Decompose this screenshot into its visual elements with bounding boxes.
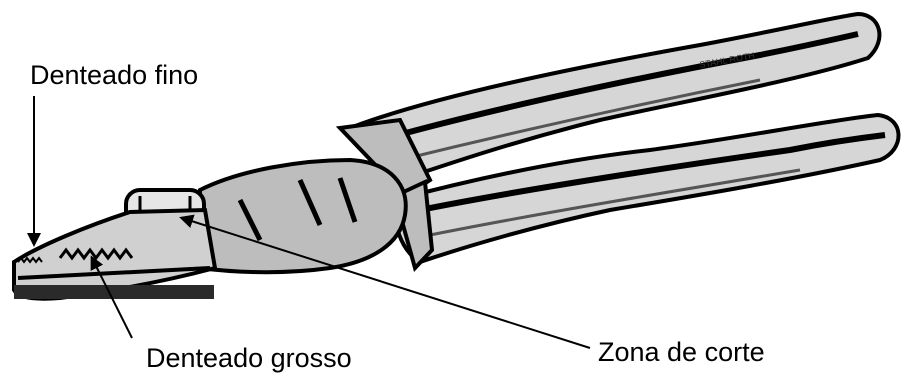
label-cutting-zone: Zona de corte <box>598 339 765 366</box>
pliers-joint <box>200 160 406 272</box>
label-coarse-teeth: Denteado grosso <box>146 345 352 372</box>
label-fine-teeth: Denteado fino <box>30 62 198 89</box>
pliers-icon <box>14 14 899 299</box>
